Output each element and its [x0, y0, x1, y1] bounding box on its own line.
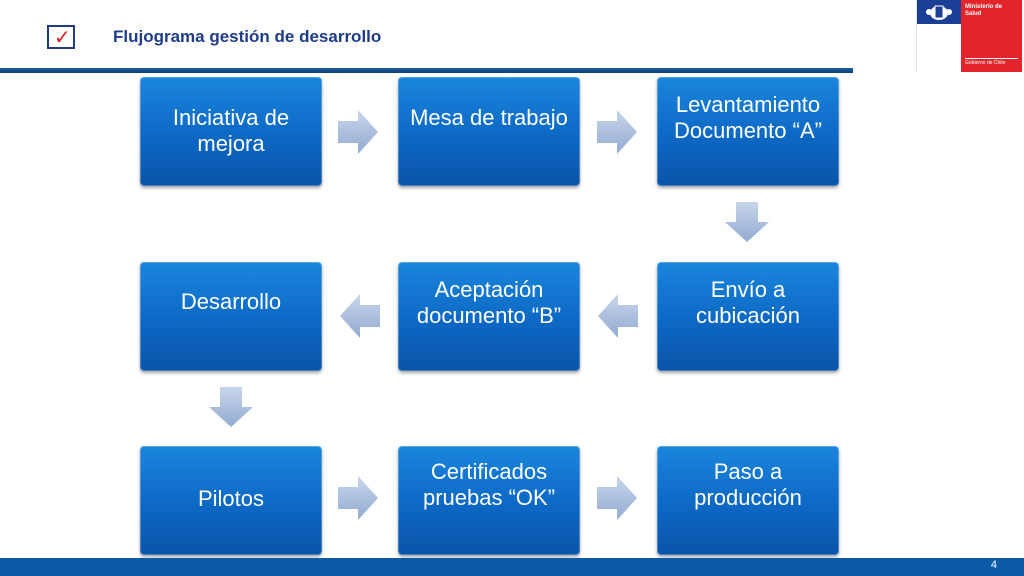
flow-step-label: Envío a cubicación	[696, 277, 800, 328]
flow-step-iniciativa: Iniciativa de mejora	[140, 77, 322, 186]
logo-line-1: Ministerio de	[965, 4, 1003, 10]
arrow-left-icon	[340, 294, 380, 338]
flow-step-certificados: Certificados pruebas “OK”	[398, 446, 580, 555]
flow-step-label: Paso a producción	[694, 459, 802, 510]
logo-line-2: Salud	[965, 11, 982, 17]
arrow-right-icon	[338, 476, 378, 520]
flow-step-label: Desarrollo	[180, 289, 282, 314]
arrow-left-icon	[598, 294, 638, 338]
logo-rule	[965, 58, 1018, 59]
footer-bar	[0, 558, 1024, 576]
arrow-down-icon	[725, 202, 769, 242]
page-title: Flujograma gestión de desarrollo	[113, 27, 382, 46]
check-mark-icon: ✓	[54, 25, 71, 49]
checkbox-icon: ✓	[47, 25, 75, 49]
flow-step-envio: Envío a cubicación	[657, 262, 839, 371]
flow-step-mesa: Mesa de trabajo	[398, 77, 580, 186]
arrow-right-icon	[597, 476, 637, 520]
coat-of-arms-icon	[926, 5, 952, 20]
flow-step-aceptacion: Aceptación documento “B”	[398, 262, 580, 371]
flow-step-label: Iniciativa de mejora	[172, 105, 290, 156]
flow-step-pilotos: Pilotos	[140, 446, 322, 555]
arrow-right-icon	[597, 110, 637, 154]
flow-step-label: Levantamiento Documento “A”	[674, 92, 822, 143]
flow-step-levantamiento: Levantamiento Documento “A”	[657, 77, 839, 186]
flow-step-label: Certificados pruebas “OK”	[422, 459, 556, 510]
flow-step-label: Aceptación documento “B”	[416, 277, 562, 328]
logo-government-text: Gobierno de Chile	[965, 60, 1006, 66]
flow-step-desarrollo: Desarrollo	[140, 262, 322, 371]
ministry-logo: Ministerio de Salud Gobierno de Chile	[916, 0, 1022, 72]
arrow-right-icon	[338, 110, 378, 154]
flow-step-label: Pilotos	[197, 486, 265, 511]
header-divider	[0, 68, 853, 73]
logo-ministry-text: Ministerio de Salud	[965, 4, 1015, 18]
flow-step-paso-produccion: Paso a producción	[657, 446, 839, 555]
page-number: 4	[990, 559, 997, 571]
flow-step-label: Mesa de trabajo	[410, 105, 568, 130]
arrow-down-icon	[209, 387, 253, 427]
